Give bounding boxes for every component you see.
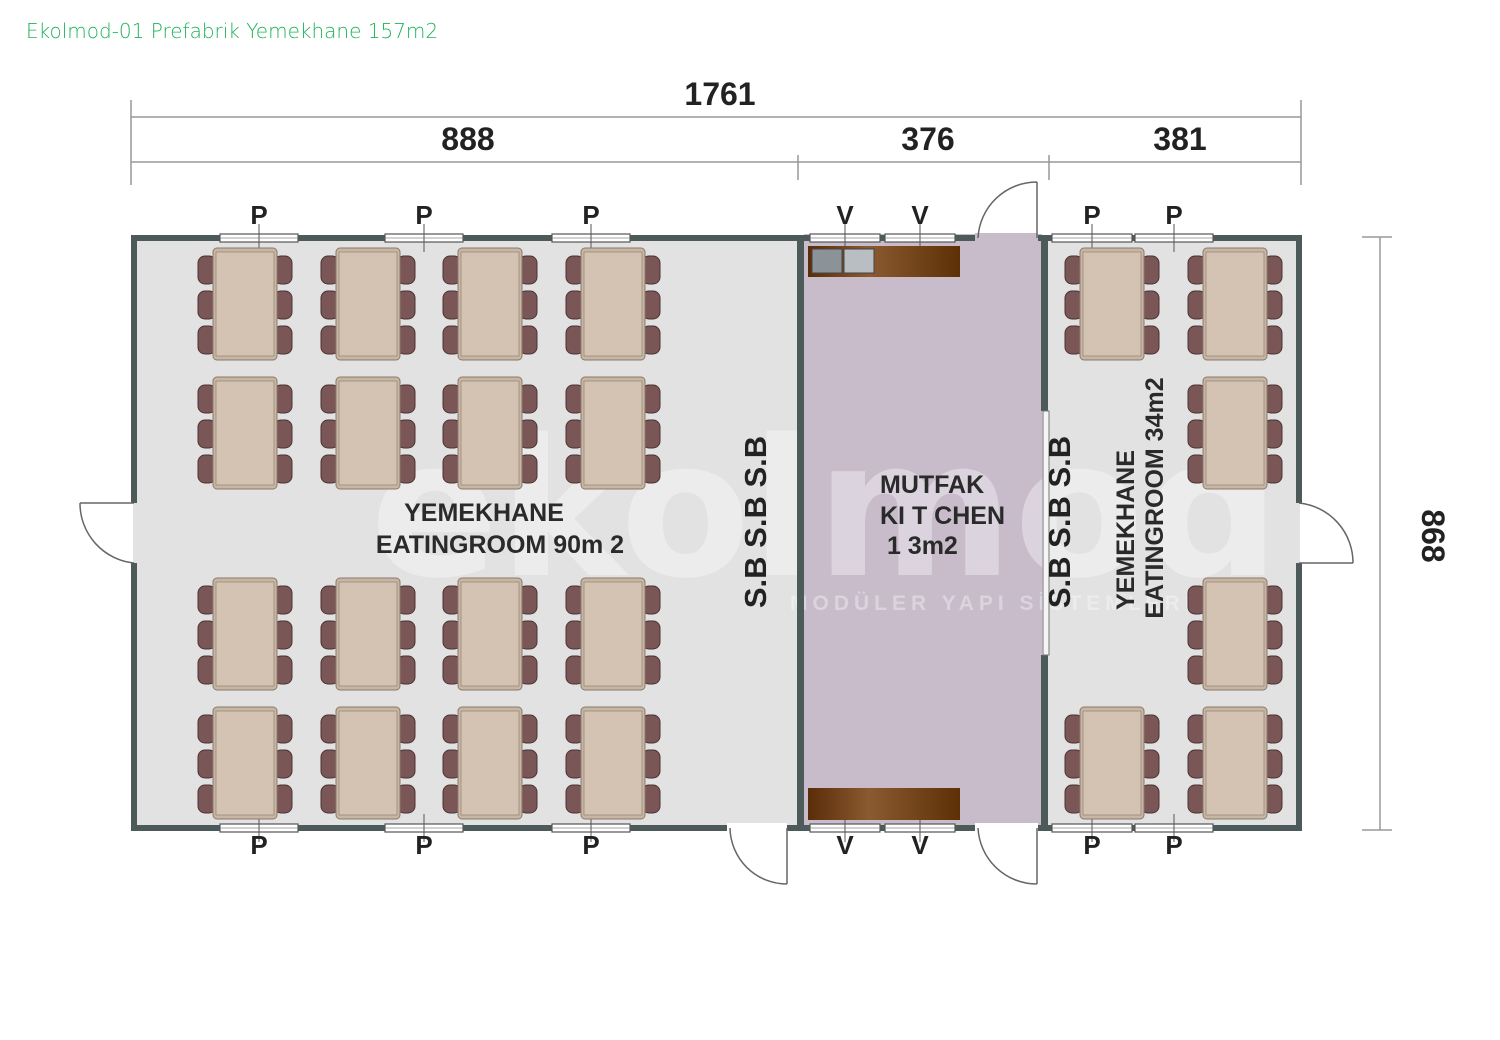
sb-label-left: S.B S.B S.B: [738, 436, 773, 608]
dining-table: [442, 376, 538, 490]
windows: [219, 224, 1214, 842]
window: [1134, 814, 1214, 842]
dining-table: [320, 376, 416, 490]
dining-table: [1064, 247, 1160, 361]
plan-title: Ekolmod-01 Prefabrik Yemekhane 157m2: [26, 19, 439, 43]
window-label: P: [582, 830, 599, 860]
window-label: P: [250, 200, 267, 230]
window: [884, 224, 956, 252]
dining-table: [1064, 706, 1160, 820]
window: [809, 224, 881, 252]
window-label: P: [1165, 200, 1182, 230]
window-label: V: [911, 200, 929, 230]
dining-table: [1187, 577, 1283, 691]
dining-table: [320, 706, 416, 820]
window: [551, 814, 631, 842]
window-label: P: [1083, 200, 1100, 230]
partition-opening: [1042, 410, 1050, 656]
dim-right: 381: [1153, 121, 1206, 157]
window: [1134, 224, 1214, 252]
dining-table: [442, 247, 538, 361]
right-room-name: YEMEKHANE: [1112, 450, 1140, 610]
dining-table: [565, 247, 661, 361]
kitchen-name-en: KI T CHEN: [880, 502, 1005, 530]
window-label: P: [415, 830, 432, 860]
window: [384, 814, 464, 842]
dining-table: [197, 706, 293, 820]
walls: [131, 235, 1302, 831]
window: [1051, 814, 1133, 842]
kitchen-name: MUTFAK: [880, 471, 984, 499]
door[interactable]: [977, 827, 1038, 885]
kitchen-area: 1 3m2: [880, 532, 958, 560]
dining-table: [1187, 706, 1283, 820]
left-room-name: YEMEKHANE: [404, 499, 564, 527]
kitchen-floor: [804, 234, 1042, 830]
window: [551, 224, 631, 252]
window-label: P: [415, 200, 432, 230]
dining-table: [197, 247, 293, 361]
dim-middle: 376: [901, 121, 954, 157]
dim-total: 1761: [684, 76, 755, 112]
dining-table: [565, 706, 661, 820]
window-label: P: [1083, 830, 1100, 860]
kitchen-counter-top: [808, 246, 960, 277]
dim-left: 888: [441, 121, 494, 157]
dim-depth: 868: [1415, 509, 1451, 562]
dining-table: [1187, 247, 1283, 361]
dining-table: [565, 577, 661, 691]
sb-label-right: S.B S.B S.B: [1042, 436, 1077, 608]
window-label: P: [1165, 830, 1182, 860]
dining-table: [1187, 376, 1283, 490]
dining-table: [197, 577, 293, 691]
dining-table: [565, 376, 661, 490]
sink-drainer-icon: [811, 248, 843, 274]
window-label: P: [582, 200, 599, 230]
window: [219, 224, 299, 252]
doors: [79, 181, 1354, 885]
door[interactable]: [79, 502, 135, 564]
dining-table: [197, 376, 293, 490]
window-label: P: [250, 830, 267, 860]
door[interactable]: [977, 181, 1038, 239]
window: [809, 814, 881, 842]
left-room-area: EATINGROOM 90m 2: [376, 531, 624, 559]
window-label: V: [836, 830, 854, 860]
window: [384, 224, 464, 252]
door[interactable]: [1298, 502, 1354, 564]
dining-table: [320, 247, 416, 361]
kitchen-counter-bottom: [808, 788, 960, 820]
sink-icon: [843, 248, 875, 274]
window: [1051, 224, 1133, 252]
svg-text:MODÜLER YAPI SİSTEMLERİ: MODÜLER YAPI SİSTEMLERİ: [790, 592, 1196, 615]
dining-table: [320, 577, 416, 691]
dimension-lines: [130, 100, 1392, 831]
dining-table: [442, 706, 538, 820]
dining-table: [442, 577, 538, 691]
right-room-area: EATINGROOM 34m2: [1141, 377, 1169, 618]
furniture: [197, 247, 1283, 820]
window-label: V: [836, 200, 854, 230]
door[interactable]: [729, 827, 788, 885]
window-label: V: [911, 830, 929, 860]
